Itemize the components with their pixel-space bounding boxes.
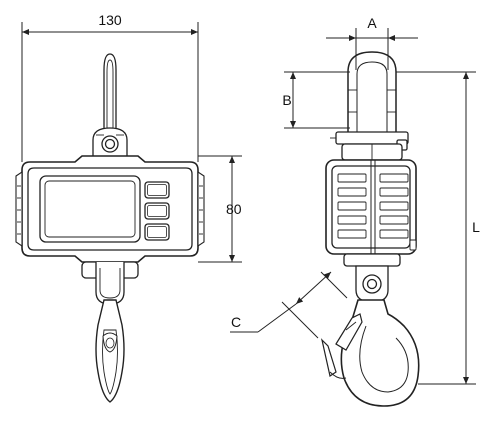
a-label: A bbox=[367, 15, 377, 31]
l-label: L bbox=[472, 219, 480, 235]
height-label: 80 bbox=[226, 201, 242, 217]
side-safety-latch bbox=[335, 313, 363, 351]
side-top-connector bbox=[341, 143, 403, 161]
side-vent-slots bbox=[337, 173, 409, 239]
front-grip-ribs bbox=[17, 185, 203, 235]
front-dimensions bbox=[21, 22, 242, 263]
b-label: B bbox=[282, 92, 291, 108]
side-top-shackle bbox=[347, 51, 397, 140]
front-top-connector bbox=[92, 127, 128, 161]
width-label: 130 bbox=[98, 12, 122, 28]
front-buttons bbox=[144, 181, 170, 241]
side-hook bbox=[320, 299, 420, 407]
front-top-shackle bbox=[103, 53, 117, 130]
front-view bbox=[15, 53, 205, 403]
front-hook bbox=[95, 299, 125, 403]
side-view bbox=[320, 51, 420, 407]
c-label: C bbox=[231, 314, 241, 330]
side-bottom-swivel bbox=[343, 253, 401, 303]
side-dimensions bbox=[230, 28, 476, 385]
front-display-screen bbox=[39, 175, 141, 243]
side-body bbox=[325, 159, 417, 255]
c-dimension-line bbox=[295, 271, 332, 305]
front-bottom-connector bbox=[81, 261, 139, 305]
